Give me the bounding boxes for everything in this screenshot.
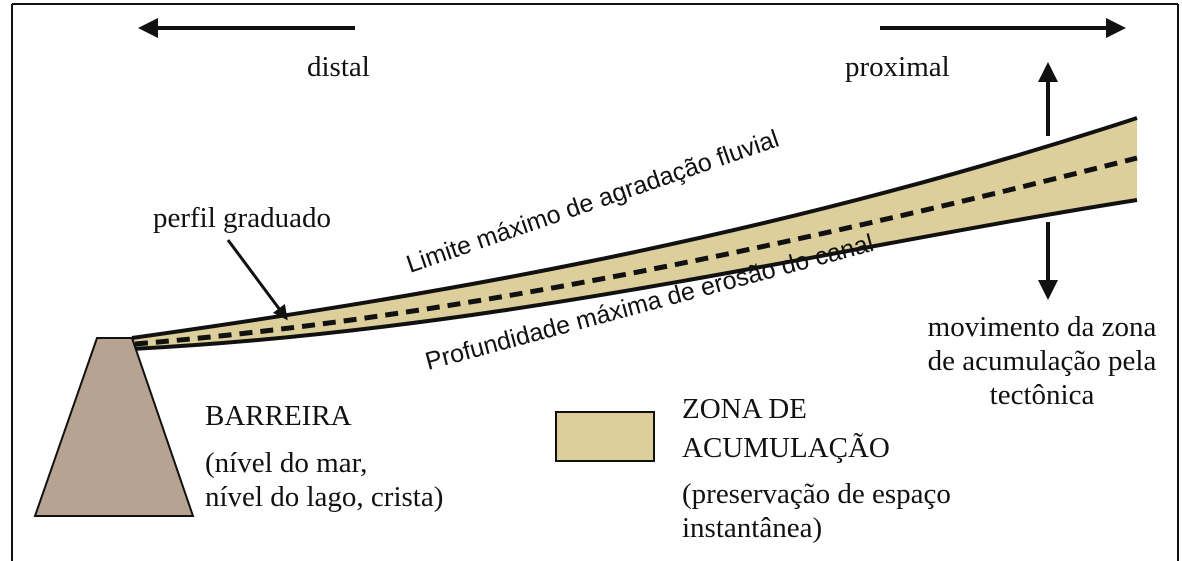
graded-profile-pointer (226, 239, 288, 321)
legend-desc-line2: instantânea) (682, 512, 822, 544)
distal-label: distal (307, 51, 370, 83)
upper-limit-line (131, 116, 1138, 340)
barrier-title: BARREIRA (205, 400, 352, 432)
tectonic-label-line2: de acumulação pela (928, 345, 1157, 377)
barrier-desc-line2: nível do lago, crista) (205, 481, 443, 513)
legend-title-line2: ACUMULAÇÃO (682, 432, 890, 464)
legend-title-line1: ZONA DE (682, 393, 807, 425)
graded-profile-label: perfil graduado (153, 202, 331, 234)
lower-limit-line (131, 198, 1138, 351)
barrier-desc-line1: (nível do mar, (205, 447, 367, 479)
barrier-shape (33, 337, 195, 517)
proximal-label: proximal (845, 51, 950, 83)
tectonic-label-line1: movimento da zona (928, 311, 1157, 343)
legend-swatch (555, 411, 655, 462)
graded-profile-line (134, 155, 1138, 347)
tectonic-label-line3: tectônica (990, 379, 1095, 411)
legend-desc-line1: (preservação de espaço (682, 478, 951, 510)
